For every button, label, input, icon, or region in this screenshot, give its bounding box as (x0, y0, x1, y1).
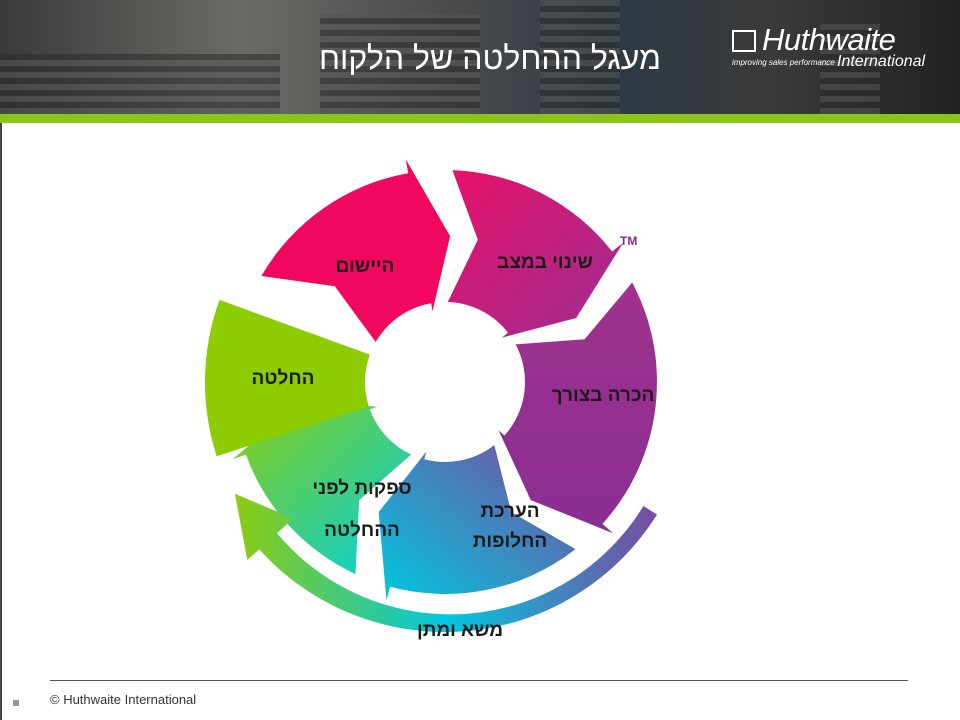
stage-label-need: הכרה בצורך (551, 385, 655, 406)
logo-name: Huthwaite (762, 22, 896, 57)
stage-label-doubts: ספקות לפני ההחלטה (312, 468, 411, 552)
left-border (0, 123, 2, 720)
slide-title: מעגל ההחלטה של הלקוח (318, 40, 662, 76)
stage-decision-segment (204, 299, 370, 457)
footer-divider (50, 680, 908, 681)
stage-doubts-segment (232, 402, 412, 575)
stage-label-evaluate-line2: החלופות (472, 531, 548, 552)
stage-label-evaluate-line1: הערכת (480, 501, 540, 522)
stage-implementation-segment (261, 159, 451, 342)
logo-tagline: improving sales performance (732, 58, 835, 67)
stage-label-change: שינוי במצב (497, 252, 593, 273)
footer-bullet (13, 700, 19, 706)
footer-copyright: © Huthwaite International (50, 692, 197, 707)
loop-label-negotiation: משא ומתן (416, 620, 504, 641)
header-accent-bar (0, 114, 960, 123)
stage-need-segment (498, 282, 657, 534)
stage-label-decision: החלטה (251, 368, 315, 389)
stage-evaluate-segment (378, 445, 576, 601)
logo-target-icon (732, 30, 756, 52)
stage-label-doubts-line1: ספקות לפני (312, 478, 412, 499)
stage-change-segment (447, 170, 624, 338)
trademark: TM (620, 234, 638, 248)
header-banner: מעגל ההחלטה של הלקוח Huthwaite improving… (0, 0, 960, 114)
stage-label-evaluate: הערכת החלופות (473, 497, 548, 557)
stage-label-implementation: היישום (335, 256, 395, 277)
stage-label-doubts-line2: ההחלטה (324, 520, 400, 541)
negotiation-loop-arrow (234, 493, 657, 633)
logo-suffix: International (837, 53, 926, 70)
